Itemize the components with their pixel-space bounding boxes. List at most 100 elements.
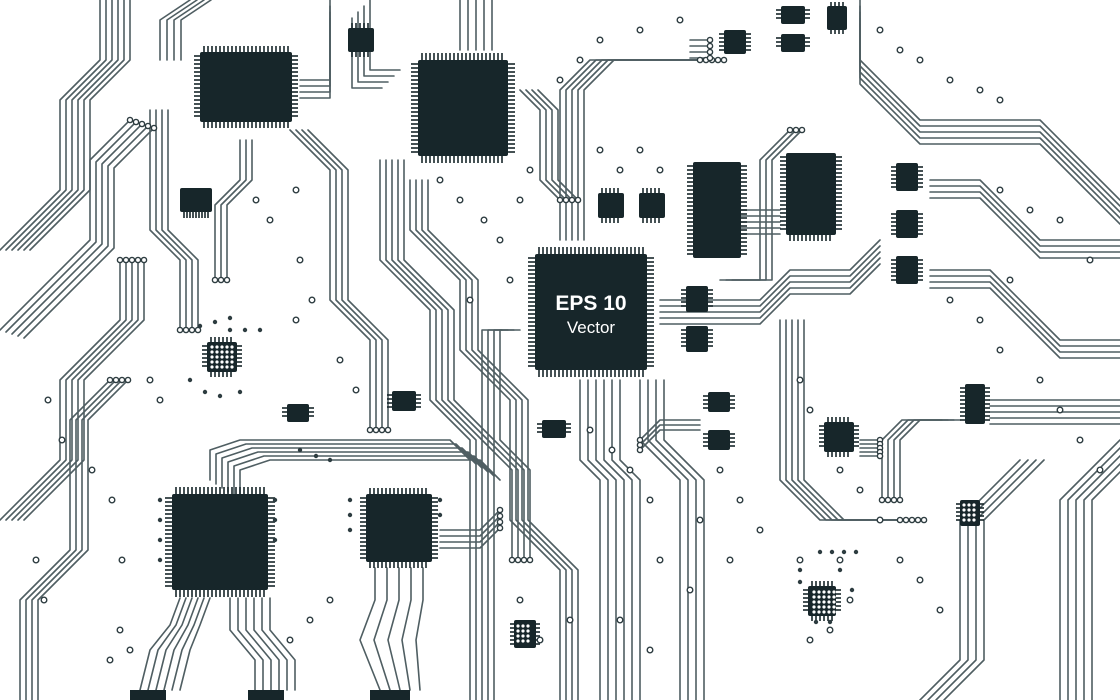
via <box>996 96 1004 104</box>
trace-left-top <box>11 0 113 251</box>
chip-grid-dot <box>521 629 525 633</box>
trace-center-down <box>595 379 617 700</box>
solder-dot <box>327 457 333 463</box>
via <box>58 436 66 444</box>
trace-right-bottom <box>1075 454 1120 700</box>
chip-grid-dot <box>812 605 816 609</box>
chip-grid-dot <box>230 365 234 369</box>
trace-right-bottom2 <box>919 459 1021 700</box>
solder-dot <box>212 319 218 325</box>
trace-left-mid <box>0 119 131 331</box>
chip-grid-dot <box>832 610 836 614</box>
chip-grid-dot <box>817 590 821 594</box>
via <box>32 556 40 564</box>
via <box>116 626 124 634</box>
chip-small-6 <box>781 34 805 52</box>
via <box>352 386 360 394</box>
chip-grid-dot <box>817 610 821 614</box>
solder-dot <box>157 557 163 563</box>
chip-grid-dot <box>967 518 971 522</box>
via <box>946 76 954 84</box>
via <box>146 376 154 384</box>
via <box>646 646 654 654</box>
trace-tcchip-down <box>397 159 489 700</box>
trace-left-mid <box>17 125 149 337</box>
chip-top-center <box>418 60 508 156</box>
via <box>516 196 524 204</box>
via <box>696 516 704 524</box>
via <box>996 346 1004 354</box>
solder-dot <box>197 323 203 329</box>
trace-left-bottom <box>25 379 117 700</box>
trace-bl-fan2 <box>253 597 280 691</box>
chip-grid-dot <box>832 595 836 599</box>
trace-small-16 <box>639 419 701 441</box>
solder-dot <box>272 517 278 523</box>
chip-small-19 <box>392 391 416 411</box>
solder-dot <box>797 579 803 585</box>
via <box>306 616 314 624</box>
via <box>596 146 604 154</box>
trace-tlchip-down <box>161 109 193 331</box>
trace-tcchip-down <box>385 159 477 700</box>
trace-right-bottom <box>1059 439 1120 700</box>
chip-small-2 <box>639 193 665 218</box>
chip-small-17 <box>708 430 730 450</box>
center-chip-label: EPS 10 Vector <box>555 292 626 337</box>
trace-tlchip-small <box>226 139 253 281</box>
eps-label: EPS 10 <box>555 292 626 315</box>
trace-left-mid <box>11 123 143 335</box>
trace-chip14-left <box>881 419 943 501</box>
chip-grid-dot <box>230 360 234 364</box>
via <box>876 516 884 524</box>
via <box>1006 276 1014 284</box>
via <box>156 396 164 404</box>
via <box>106 656 114 664</box>
solder-dot <box>202 389 208 395</box>
trace-tcchip-long <box>415 179 567 700</box>
chip-grid-dot <box>210 355 214 359</box>
via <box>326 596 334 604</box>
chip-small-4 <box>348 28 374 52</box>
chip-grid-dot <box>225 355 229 359</box>
trace-right-bottom2 <box>927 459 1029 700</box>
solder-dot <box>347 512 353 518</box>
chip-grid-dot <box>220 365 224 369</box>
via <box>556 76 564 84</box>
trace-small-16 <box>639 429 701 451</box>
via <box>976 86 984 94</box>
chip-grid-dot <box>215 355 219 359</box>
via <box>516 596 524 604</box>
trace-tcchip-right <box>531 89 573 201</box>
via <box>646 496 654 504</box>
via <box>996 186 1004 194</box>
trace-left-bottom <box>37 379 129 700</box>
chip-grid-dot <box>215 350 219 354</box>
via <box>796 376 804 384</box>
via <box>456 196 464 204</box>
chip-small-12 <box>686 286 708 312</box>
via <box>676 16 684 24</box>
trace-right-top <box>859 23 1120 225</box>
chip-grid-dot <box>817 600 821 604</box>
chip-grid-dot <box>972 508 976 512</box>
trace-left-low <box>5 259 127 521</box>
chip-grid-dot <box>516 629 520 633</box>
chip-grid-dot <box>220 350 224 354</box>
solder-dot <box>227 327 233 333</box>
trace-tlchip-down <box>155 109 187 331</box>
trace-chip14-left <box>887 419 949 501</box>
trace-center-left <box>481 329 513 561</box>
chip-small-8 <box>724 30 746 54</box>
trace-tlchip-down <box>149 109 181 331</box>
trace-right-mid <box>929 197 1120 259</box>
trace-bl-fan <box>155 597 193 691</box>
trace-bl-fan2 <box>229 597 256 691</box>
trace-tcchip-down <box>379 159 471 700</box>
pin-header <box>130 690 166 700</box>
trace-center-right <box>659 257 881 319</box>
trace-bl-fan2 <box>269 597 296 691</box>
chip-grid-dot <box>822 605 826 609</box>
solder-dot <box>837 567 843 573</box>
trace-bl-fan <box>179 597 211 691</box>
